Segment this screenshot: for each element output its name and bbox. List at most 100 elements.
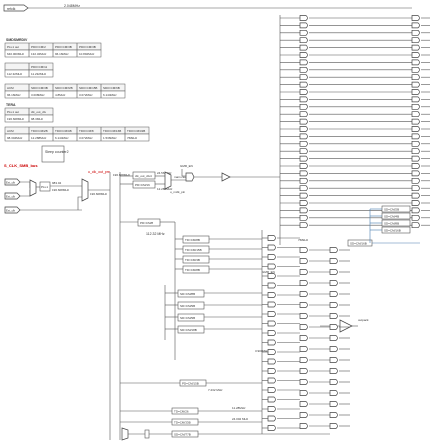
div-label: PD=CM/15B [182, 382, 199, 386]
and-gate [411, 126, 420, 132]
cell: ACM [7, 86, 14, 90]
div-box [182, 245, 210, 254]
and-gate [329, 368, 338, 374]
and-gate [299, 140, 308, 147]
cell: SD0=CM/6/B [55, 86, 73, 90]
cell: PD0=CM/3B [55, 45, 72, 49]
input-mux [29, 179, 37, 197]
div-label: SD=CM/8B [384, 222, 399, 226]
div-label: PD=CM/8 [140, 221, 153, 225]
cell: 98.304MHz [7, 136, 23, 140]
and-gate [299, 22, 308, 29]
and-gate [299, 59, 308, 66]
and-gate [329, 412, 338, 418]
freq-label: 768kHz [298, 238, 309, 242]
clk-mux-label: S_CLK_SMB_bus [4, 163, 38, 168]
div-label: SD=CM/2B [384, 208, 399, 212]
cell: 196.608MHz [7, 117, 25, 121]
and-gate [411, 200, 420, 206]
and-gate [267, 282, 276, 289]
refclk-port [3, 4, 29, 12]
buffer-gate [339, 319, 353, 333]
and-gate [329, 357, 338, 363]
and-gate [411, 52, 420, 58]
and-gate [329, 280, 338, 286]
and-gate [299, 44, 308, 51]
cell: SD0=CM/15B [79, 86, 97, 90]
div-label: TD=CM/15B [185, 248, 202, 252]
and-gate [299, 214, 308, 221]
and-gate [267, 254, 276, 260]
and-gate [267, 415, 276, 422]
table-pd: PD0=CM/11 112.32MHz 11.232MHz [4, 62, 54, 78]
and-gate [411, 192, 420, 199]
and-gate [299, 200, 308, 206]
and-gate [411, 15, 420, 21]
cell: 3.072MHz [79, 136, 93, 140]
pll-label: PLL1 [41, 185, 48, 189]
and-gate [267, 387, 276, 393]
cell: 132.32MHz [31, 52, 47, 56]
cell: 1.536MHz [103, 136, 117, 140]
and-gate [411, 118, 420, 125]
and-gate [329, 313, 338, 319]
div-box [182, 255, 210, 264]
div-label: SD=CM/9B [180, 316, 195, 320]
div-label: SD=CM/16B [384, 229, 401, 233]
and-gate [299, 155, 308, 162]
and-gate [267, 244, 276, 251]
and-gate [411, 103, 420, 110]
cell: 12.288MHz [31, 136, 47, 140]
clk-out-label: u_clk_out_pre [88, 170, 110, 174]
div-label: SD=CM/77B [174, 433, 191, 437]
and-gate [299, 335, 308, 341]
cell: 6.144MHz [103, 93, 117, 97]
and-gate [299, 177, 308, 184]
and-gate [299, 148, 308, 155]
sleep-counter-box [41, 145, 65, 163]
input-label: Ext_clk [6, 181, 16, 185]
and-gate [267, 358, 276, 365]
and-gate [411, 22, 420, 29]
latch-box [144, 429, 150, 439]
refclk-label: refclk [7, 7, 16, 11]
mux-gate [121, 427, 129, 441]
freq-label: 11.28MHz [232, 406, 246, 410]
and-gate [329, 247, 338, 253]
and-gate [411, 163, 420, 169]
and-gate [299, 379, 308, 385]
and-gate [267, 311, 276, 317]
table-smdsmrdiv: SMDSMRDIV PLL1 out PD0=CM/2 PD0=CM/3B PD… [4, 38, 102, 58]
div-label: TD=CM/8B [185, 268, 200, 272]
right-outputs [280, 15, 430, 229]
and-gate [411, 59, 420, 66]
right-div-boxes: SD=CM/2B SD=CM/4B SD=CM/8B SD=CM/16B SD=… [347, 205, 420, 247]
pd-box [137, 218, 161, 227]
div-label: SD=CM/8B [180, 292, 195, 296]
cell: PLL1 out [7, 110, 19, 114]
div-box [177, 289, 205, 298]
and-gate [267, 263, 276, 270]
and-gate [299, 357, 308, 363]
and-gate [299, 126, 308, 132]
and-gate [329, 291, 338, 297]
cell: clk_out_div [31, 110, 47, 114]
table-tera: TERA PLL1 out clk_out_div 196.608MHz 98.… [4, 103, 54, 123]
and-gate [267, 301, 276, 308]
gmr-en-label: GMR_EN [180, 164, 193, 168]
and-gate [329, 269, 338, 275]
and-gate [299, 170, 308, 177]
cell: 96.16MHz [7, 93, 21, 97]
table-sd: ACM SD0=CM/3B SD0=CM/6/B SD0=CM/15B SD0=… [4, 83, 126, 99]
freq-label: 7.232 MHz [208, 388, 223, 392]
and-gate [299, 15, 308, 21]
and-gate [299, 192, 308, 199]
and-gate [411, 155, 420, 162]
and-gate [299, 324, 308, 330]
and-gate [411, 44, 420, 51]
clk-mux [81, 178, 89, 202]
cell: 3.072MHz [79, 93, 93, 97]
and-gate [267, 339, 276, 346]
mux-gate [164, 171, 172, 190]
and-gate [267, 349, 276, 355]
